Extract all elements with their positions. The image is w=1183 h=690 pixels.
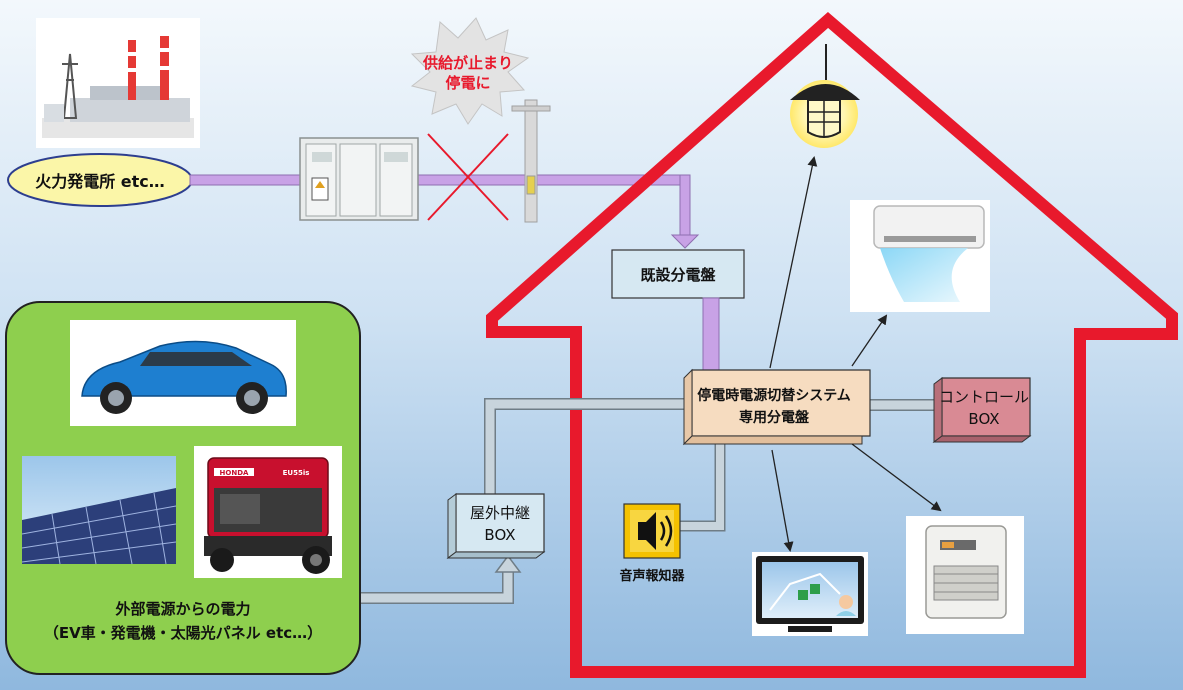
relay-box-text-line2: BOX	[484, 526, 515, 544]
appliance-arrows	[769, 156, 942, 552]
speaker-icon	[623, 503, 681, 559]
external-feed-lines	[360, 398, 940, 604]
house-outline	[486, 12, 1178, 678]
solar-panel-icon	[21, 456, 177, 565]
grid-power-line	[189, 174, 700, 249]
generator-brand-text: HONDA	[220, 469, 249, 477]
control-box-text-line2: BOX	[968, 410, 999, 428]
external-power-text-line2: （EV車・発電機・太陽光パネル etc…）	[44, 624, 322, 642]
television-icon	[752, 552, 868, 636]
ceiling-lamp-icon	[790, 44, 860, 148]
fan-heater-icon	[906, 516, 1024, 634]
air-conditioner-icon	[850, 200, 990, 312]
power-plant-label: 火力発電所 etc…	[7, 153, 193, 207]
power-plant-icon	[36, 18, 200, 148]
power-plant-text: 火力発電所 etc…	[35, 172, 165, 191]
alarm-label: 音声報知器	[619, 568, 685, 584]
relay-box-text-line1: 屋外中継	[470, 504, 530, 522]
utility-pole-icon	[511, 99, 551, 223]
outage-text-line1: 供給が止まり	[422, 54, 513, 72]
external-power-text-line1: 外部電源からの電力	[114, 600, 250, 618]
panel-power-link	[702, 297, 720, 371]
switch-panel-box: 停電時電源切替システム 専用分電盤	[682, 368, 871, 446]
switch-panel-text-line2: 専用分電盤	[739, 409, 810, 426]
outage-burst: 供給が止まり 停電に	[410, 17, 530, 125]
control-box: コントロール BOX	[932, 377, 1032, 443]
outage-text-line2: 停電に	[445, 74, 490, 92]
relay-box: 屋外中継 BOX	[446, 493, 546, 559]
existing-panel-box: 既設分電盤	[611, 249, 745, 299]
generator-model-text: EU55is	[283, 469, 310, 477]
existing-panel-text: 既設分電盤	[640, 266, 716, 284]
outage-cross-icon	[427, 133, 509, 221]
control-box-text-line1: コントロール	[939, 388, 1029, 406]
switch-panel-text-line1: 停電時電源切替システム	[697, 387, 851, 404]
fuel-cell-car-icon	[70, 320, 296, 426]
substation-cabinet-icon	[299, 137, 419, 221]
portable-generator-icon: HONDA EU55is	[194, 446, 342, 578]
